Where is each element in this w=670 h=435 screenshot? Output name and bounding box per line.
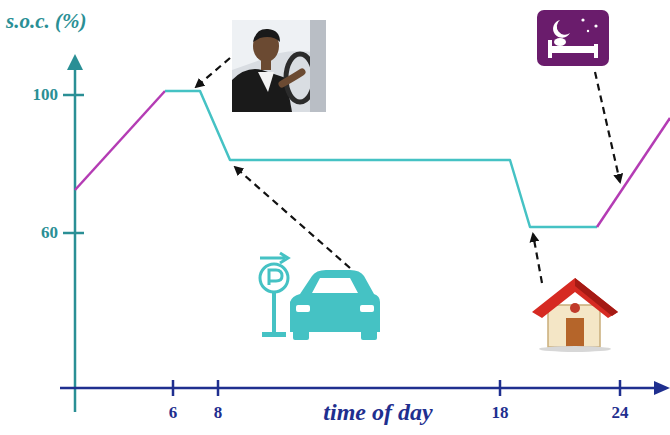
- x-tick-label: 8: [214, 404, 223, 423]
- y-tick-label: 100: [33, 86, 59, 105]
- night-bed-icon: [537, 10, 609, 66]
- y-axis: [63, 54, 84, 412]
- soc-curve: [75, 91, 670, 227]
- house-icon: [532, 278, 618, 352]
- axis-title: s.o.c. (%): [6, 10, 86, 33]
- axis-title: time of day: [323, 399, 432, 425]
- x-tick-label: 18: [492, 404, 509, 423]
- x-axis: [60, 380, 670, 396]
- x-tick-label: 24: [612, 404, 629, 423]
- parking-car-icon: [260, 253, 380, 340]
- y-tick-label: 60: [41, 224, 58, 243]
- driver-icon: [232, 20, 326, 112]
- x-tick-label: 6: [169, 404, 178, 423]
- callout-arrows: [196, 58, 620, 283]
